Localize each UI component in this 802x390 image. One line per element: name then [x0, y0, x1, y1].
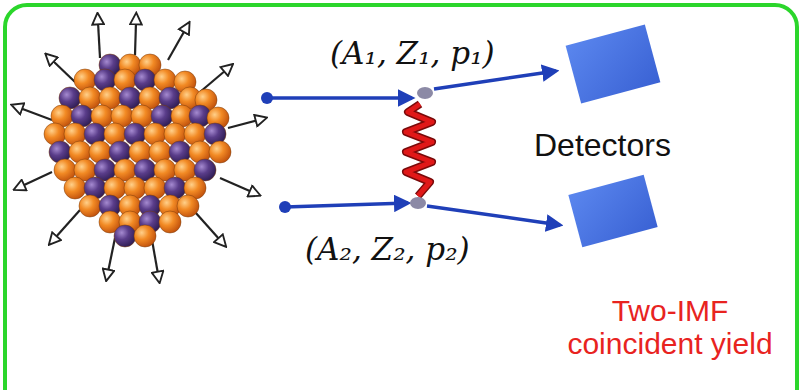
emission-arrows [20, 22, 258, 274]
fragment-label: (A₁, Z₁, p₁) [330, 36, 495, 70]
fragment-label: (A₂, Z₂, p₂) [305, 232, 470, 266]
nucleus-cluster [44, 54, 231, 247]
yield-label: Two-IMF coincident yield [548, 294, 792, 360]
detector-label: Detectors [534, 128, 671, 163]
fragment-tracks [261, 71, 560, 225]
